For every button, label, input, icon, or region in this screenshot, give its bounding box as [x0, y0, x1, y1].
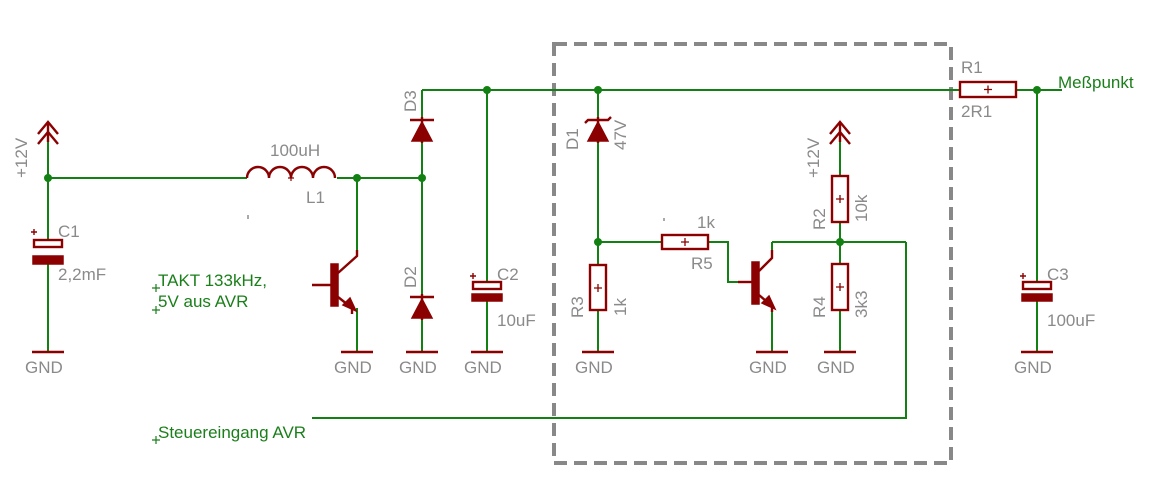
label-r3-value: 1k: [611, 298, 630, 316]
net-label-steuereingang: Steuereingang AVR: [158, 423, 306, 442]
label-inductor-name: L1: [306, 188, 325, 207]
net-label-takt-line2: 5V aus AVR: [158, 292, 248, 311]
label-r1-name: R1: [961, 58, 983, 77]
label-c1-name: C1: [58, 222, 80, 241]
net-label-takt-line1: TAKT 133kHz,: [158, 271, 267, 290]
diode-d3: [410, 117, 434, 143]
label-r5-name: R5: [691, 254, 713, 273]
label-c3-name: C3: [1047, 265, 1069, 284]
label-r4-value: 3k3: [852, 291, 871, 318]
label-d1-name: D1: [563, 128, 582, 150]
zener-diode-d1: [584, 116, 612, 143]
gnd-label: GND: [25, 358, 63, 377]
junction-dots: [44, 86, 1041, 246]
transistor-left: [312, 250, 359, 314]
resistor-r3: [588, 263, 608, 312]
label-c2-name: C2: [497, 265, 519, 284]
capacitor-c1: [31, 229, 64, 265]
diode-d2: [410, 294, 434, 320]
label-r1-value: 2R1: [961, 102, 992, 121]
capacitor-c2: [470, 273, 503, 302]
net-label-markers: [152, 284, 160, 444]
gnd-label: GND: [1014, 358, 1052, 377]
label-12v-right: +12V: [804, 137, 823, 178]
label-d1-value: 47V: [611, 119, 630, 150]
label-c3-value: 100uF: [1047, 311, 1095, 330]
resistor-r4: [830, 262, 850, 312]
label-d2: D2: [401, 266, 420, 288]
inductor-l1: [245, 165, 337, 181]
supply-12v-left: [37, 120, 59, 145]
label-d3: D3: [401, 90, 420, 112]
net-label-messpunkt: Meßpunkt: [1058, 73, 1134, 92]
label-r4-name: R4: [810, 296, 829, 318]
dashed-boundary-box: [552, 42, 953, 465]
label-r3-name: R3: [568, 296, 587, 318]
capacitor-c3: [1020, 273, 1053, 302]
label-c1-value: 2,2mF: [58, 265, 106, 284]
transistor-right: [738, 250, 777, 312]
gnd-label: GND: [334, 358, 372, 377]
gnd-label: GND: [817, 358, 855, 377]
gnd-label: GND: [749, 358, 787, 377]
gnd-label: GND: [399, 358, 437, 377]
resistor-r2: [830, 174, 850, 224]
label-r2-value: 10k: [852, 194, 871, 222]
supply-12v-right: [829, 120, 851, 145]
resistor-r5: [660, 233, 710, 251]
label-c2-value: 10uF: [497, 311, 536, 330]
label-12v-left: +12V: [12, 137, 31, 178]
gnd-label: GND: [575, 358, 613, 377]
label-r2-name: R2: [810, 208, 829, 230]
gnd-label: GND: [464, 358, 502, 377]
label-inductor-value: 100uH: [270, 141, 320, 160]
label-r5-value: 1k: [697, 213, 715, 232]
resistor-r1: [958, 80, 1018, 99]
